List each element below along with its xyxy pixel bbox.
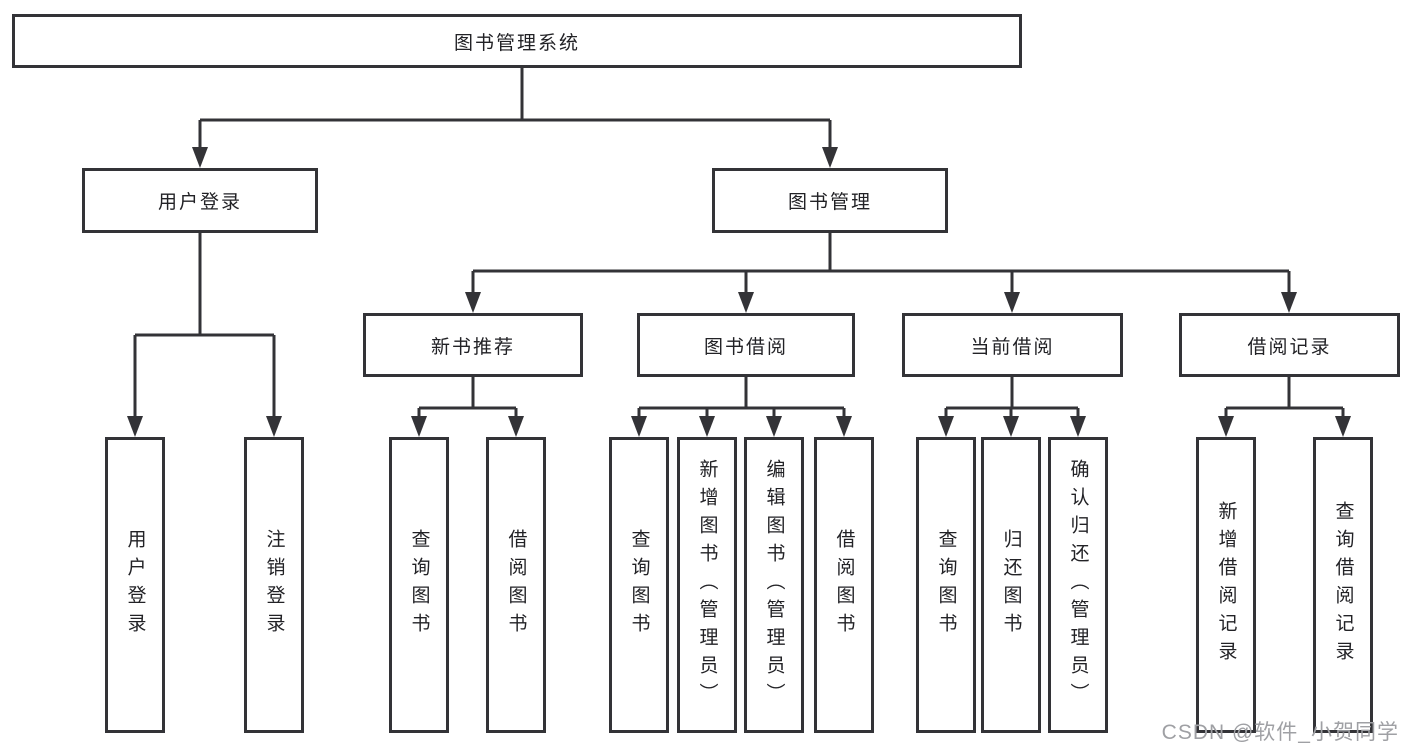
node-current-borrow: 当前借阅: [902, 313, 1123, 377]
leaf-label: 归还图书: [1000, 529, 1022, 641]
leaf-borrow-books-recommend: 借阅图书: [486, 437, 546, 733]
node-book-management: 图书管理: [712, 168, 948, 233]
leaf-edit-books-admin: 编辑图书（管理员）: [744, 437, 804, 733]
leaf-logout: 注销登录: [244, 437, 304, 733]
node-label: 图书管理系统: [453, 32, 580, 54]
node-label: 当前借阅: [970, 336, 1055, 358]
leaf-return-books: 归还图书: [981, 437, 1041, 733]
leaf-user-login: 用户登录: [105, 437, 165, 733]
leaf-label: 借阅图书: [833, 529, 855, 641]
leaf-query-books-borrow: 查询图书: [609, 437, 669, 733]
node-library-management-system: 图书管理系统: [12, 14, 1022, 68]
leaf-label: 查询图书: [408, 529, 430, 641]
leaf-label: 注销登录: [263, 529, 285, 641]
node-label: 新书推荐: [430, 336, 515, 358]
leaf-label: 新增图书（管理员）: [696, 459, 718, 711]
leaf-query-books-recommend: 查询图书: [389, 437, 449, 733]
node-new-book-recommend: 新书推荐: [363, 313, 583, 377]
leaf-label: 新增借阅记录: [1215, 501, 1237, 669]
leaf-label: 查询借阅记录: [1332, 501, 1354, 669]
csdn-watermark: CSDN @软件_小贺同学: [1161, 721, 1399, 744]
leaf-label: 查询图书: [628, 529, 650, 641]
leaf-label: 确认归还（管理员）: [1067, 459, 1089, 711]
leaf-label: 借阅图书: [505, 529, 527, 641]
leaf-add-books-admin: 新增图书（管理员）: [677, 437, 737, 733]
node-label: 借阅记录: [1247, 336, 1332, 358]
leaf-label: 用户登录: [124, 529, 146, 641]
leaf-confirm-return-admin: 确认归还（管理员）: [1048, 437, 1108, 733]
node-borrow-record: 借阅记录: [1179, 313, 1400, 377]
leaf-query-books-current: 查询图书: [916, 437, 976, 733]
leaf-label: 查询图书: [935, 529, 957, 641]
node-user-login: 用户登录: [82, 168, 318, 233]
leaf-label: 编辑图书（管理员）: [763, 459, 785, 711]
node-label: 用户登录: [157, 192, 242, 213]
leaf-borrow-books: 借阅图书: [814, 437, 874, 733]
node-book-borrow: 图书借阅: [637, 313, 855, 377]
leaf-add-borrow-record: 新增借阅记录: [1196, 437, 1256, 733]
node-label: 图书管理: [787, 192, 872, 213]
node-label: 图书借阅: [703, 336, 788, 358]
leaf-query-borrow-record: 查询借阅记录: [1313, 437, 1373, 733]
